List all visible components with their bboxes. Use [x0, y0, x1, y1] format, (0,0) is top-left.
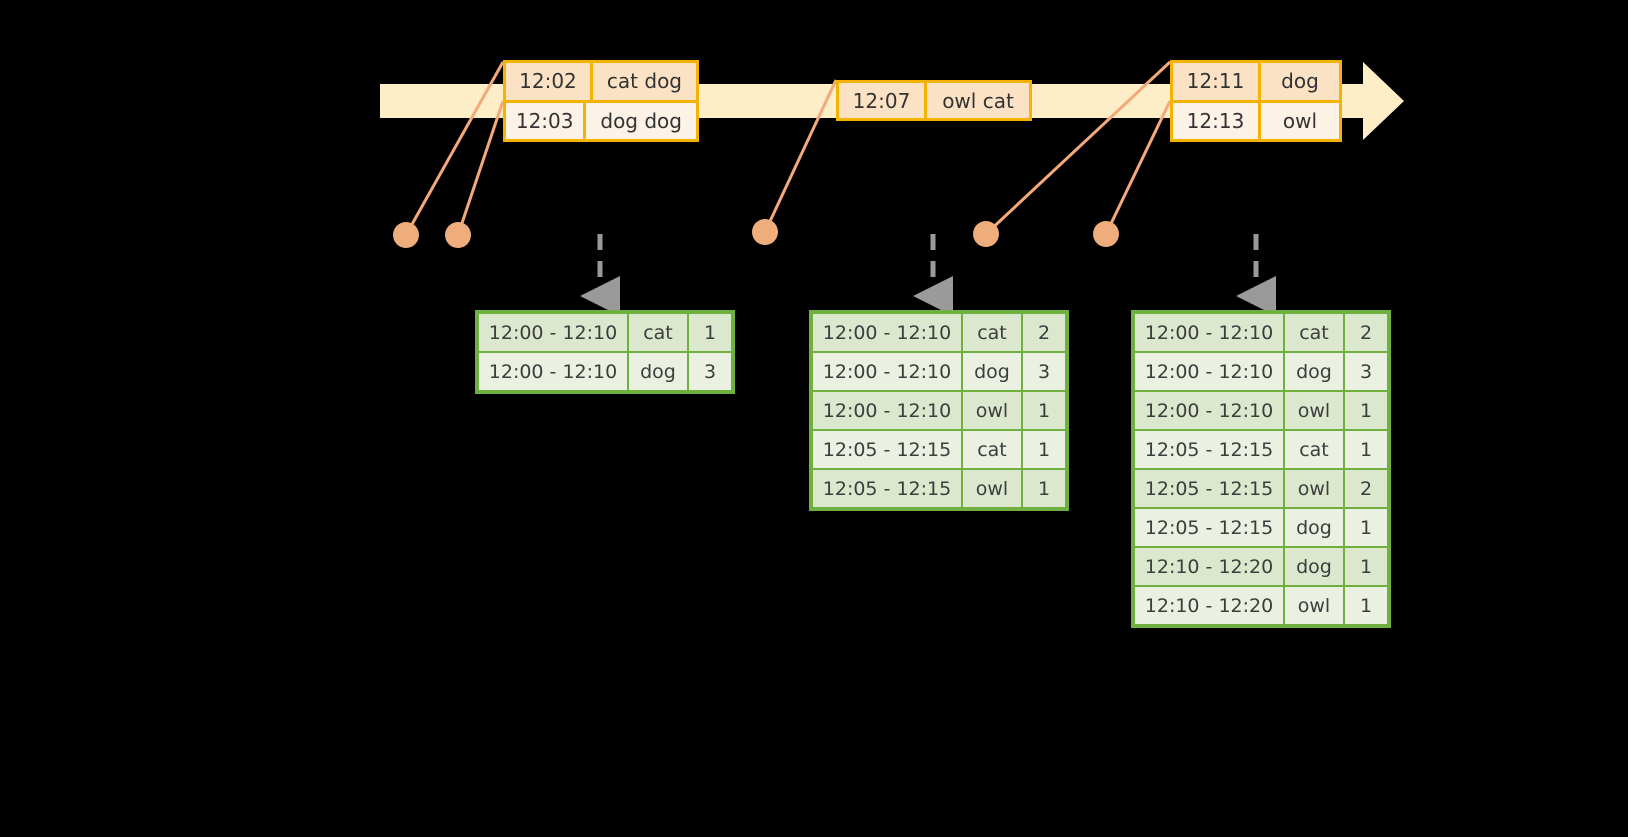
word-cell: owl [963, 470, 1021, 507]
event-dot-5 [1093, 221, 1119, 247]
event-dots [393, 219, 1119, 248]
table-row: 12:05 - 12:15 owl 1 [813, 470, 1065, 507]
table-row: 12:05 - 12:15 cat 1 [1135, 431, 1387, 468]
word-cell: cat [963, 314, 1021, 351]
table-row: 12:00 - 12:10 dog 3 [479, 353, 731, 390]
table-row: 12:00 - 12:10 owl 1 [1135, 392, 1387, 429]
table-row: 12:00 - 12:10 cat 2 [1135, 314, 1387, 351]
event-dot-1 [393, 222, 419, 248]
count-cell: 2 [1023, 314, 1065, 351]
event-words: owl cat [942, 88, 1014, 113]
table-row: 12:00 - 12:10 cat 1 [479, 314, 731, 351]
table-row: 12:00 - 12:10 dog 3 [1135, 353, 1387, 390]
window-cell: 12:10 - 12:20 [1135, 548, 1283, 585]
result-table-2[interactable]: 12:00 - 12:10 cat 2 12:00 - 12:10 dog 3 … [809, 310, 1069, 511]
event-dot-2 [445, 222, 471, 248]
event-box-group-2[interactable]: 12:07 owl cat [836, 80, 1032, 121]
event-row: 12:13 owl [1173, 99, 1339, 139]
count-cell: 1 [689, 314, 731, 351]
word-cell: owl [963, 392, 1021, 429]
table-row: 12:00 - 12:10 cat 2 [813, 314, 1065, 351]
window-cell: 12:05 - 12:15 [1135, 431, 1283, 468]
connector-line-2 [456, 100, 505, 236]
word-cell: owl [1285, 470, 1343, 507]
event-words: owl [1282, 108, 1318, 133]
table-row: 12:00 - 12:10 dog 3 [813, 353, 1065, 390]
dashed-arrows [580, 234, 1276, 316]
count-cell: 1 [1023, 431, 1065, 468]
count-cell: 2 [1345, 314, 1387, 351]
event-row: 12:02 cat dog [506, 63, 696, 100]
count-cell: 1 [1023, 392, 1065, 429]
event-dot-3 [752, 219, 778, 245]
event-words: dog [1281, 69, 1319, 94]
event-words: cat dog [606, 69, 682, 94]
count-cell: 1 [1345, 548, 1387, 585]
count-cell: 1 [1345, 431, 1387, 468]
count-cell: 3 [1023, 353, 1065, 390]
table-row: 12:10 - 12:20 owl 1 [1135, 587, 1387, 624]
table-row: 12:05 - 12:15 owl 2 [1135, 470, 1387, 507]
event-box-group-1[interactable]: 12:02 cat dog 12:03 dog dog [503, 60, 699, 142]
count-cell: 3 [689, 353, 731, 390]
event-time: 12:13 [1173, 102, 1261, 139]
count-cell: 1 [1023, 470, 1065, 507]
word-cell: cat [629, 314, 687, 351]
table-row: 12:05 - 12:15 cat 1 [813, 431, 1065, 468]
event-dot-4 [973, 221, 999, 247]
word-cell: cat [1285, 431, 1343, 468]
window-cell: 12:00 - 12:10 [479, 314, 627, 351]
event-time: 12:07 [839, 83, 927, 118]
count-cell: 1 [1345, 509, 1387, 546]
word-cell: owl [1285, 392, 1343, 429]
window-cell: 12:00 - 12:10 [479, 353, 627, 390]
word-cell: dog [629, 353, 687, 390]
count-cell: 1 [1345, 587, 1387, 624]
connector-line-1 [404, 61, 505, 236]
word-cell: dog [963, 353, 1021, 390]
word-cell: cat [963, 431, 1021, 468]
event-box-group-3[interactable]: 12:11 dog 12:13 owl [1170, 60, 1342, 142]
table-row: 12:05 - 12:15 dog 1 [1135, 509, 1387, 546]
event-row: 12:11 dog [1173, 63, 1339, 100]
word-cell: dog [1285, 509, 1343, 546]
word-cell: owl [1285, 587, 1343, 624]
count-cell: 2 [1345, 470, 1387, 507]
window-cell: 12:05 - 12:15 [813, 431, 961, 468]
window-cell: 12:00 - 12:10 [813, 314, 961, 351]
window-cell: 12:05 - 12:15 [813, 470, 961, 507]
event-time: 12:02 [506, 63, 593, 100]
event-words: dog dog [600, 108, 682, 133]
window-cell: 12:00 - 12:10 [813, 353, 961, 390]
result-table-1[interactable]: 12:00 - 12:10 cat 1 12:00 - 12:10 dog 3 [475, 310, 735, 394]
event-time: 12:11 [1173, 63, 1261, 100]
table-row: 12:10 - 12:20 dog 1 [1135, 548, 1387, 585]
event-time: 12:03 [506, 102, 587, 139]
event-row: 12:07 owl cat [839, 83, 1029, 118]
window-cell: 12:00 - 12:10 [1135, 353, 1283, 390]
connector-line-5 [1104, 100, 1172, 235]
window-cell: 12:00 - 12:10 [1135, 314, 1283, 351]
window-cell: 12:05 - 12:15 [1135, 509, 1283, 546]
word-cell: dog [1285, 353, 1343, 390]
connector-line-3 [763, 79, 838, 233]
window-cell: 12:05 - 12:15 [1135, 470, 1283, 507]
window-cell: 12:10 - 12:20 [1135, 587, 1283, 624]
table-row: 12:00 - 12:10 owl 1 [813, 392, 1065, 429]
count-cell: 1 [1345, 392, 1387, 429]
word-cell: dog [1285, 548, 1343, 585]
window-cell: 12:00 - 12:10 [813, 392, 961, 429]
word-cell: cat [1285, 314, 1343, 351]
count-cell: 3 [1345, 353, 1387, 390]
result-table-3[interactable]: 12:00 - 12:10 cat 2 12:00 - 12:10 dog 3 … [1131, 310, 1391, 628]
window-cell: 12:00 - 12:10 [1135, 392, 1283, 429]
event-row: 12:03 dog dog [506, 99, 696, 139]
